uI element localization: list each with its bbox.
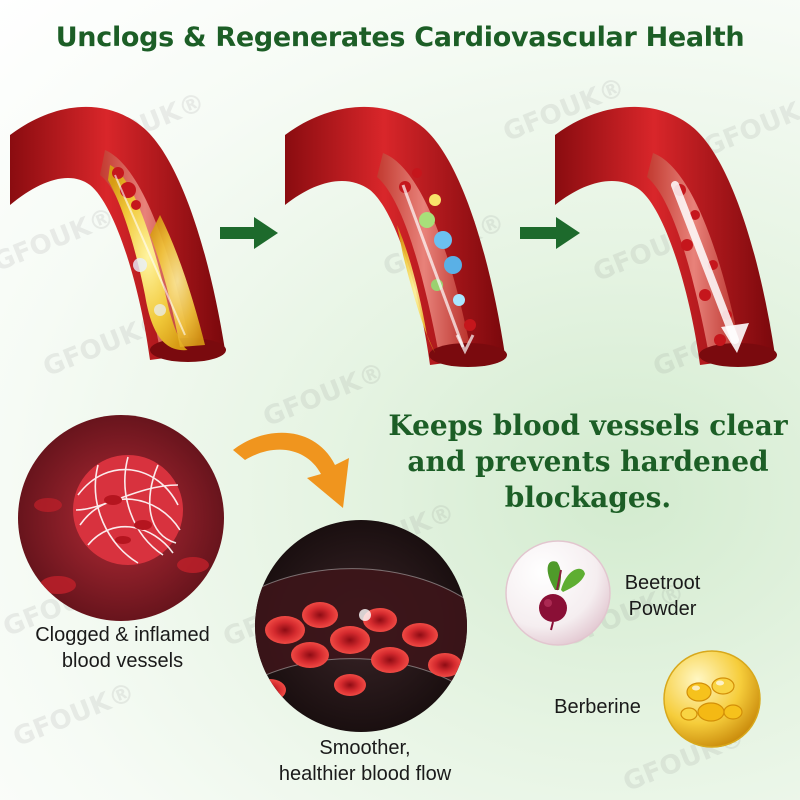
beetroot-bubble — [505, 540, 611, 646]
clogged-caption: Clogged & inflamed blood vessels — [0, 622, 245, 674]
ingredient-label-line: Berberine — [554, 696, 641, 718]
beetroot-label: Beetroot Powder — [615, 570, 710, 622]
caption-line: Smoother, — [319, 737, 411, 759]
watermark: GFOUK® — [9, 677, 140, 753]
caption-line: Clogged & inflamed — [35, 624, 210, 646]
beetroot-icon — [505, 540, 611, 646]
tagline-line: and prevents hardened — [407, 445, 769, 478]
clear-vessel-illustration — [555, 106, 777, 367]
curved-arrow-icon — [233, 432, 349, 508]
berberine-label: Berberine — [540, 694, 655, 720]
clogged-vessel-photo — [18, 415, 224, 621]
smooth-flow-caption: Smoother, healthier blood flow — [240, 735, 490, 787]
berberine-bubble — [663, 650, 761, 748]
tagline-line: Keeps blood vessels clear — [388, 409, 788, 442]
arrow-right-icon — [220, 217, 278, 249]
tagline: Keeps blood vessels clear and prevents h… — [378, 408, 798, 516]
berberine-capsules-icon — [663, 650, 761, 748]
ingredient-label-line: Powder — [628, 598, 697, 620]
clearing-vessel-illustration — [285, 106, 507, 367]
caption-line: healthier blood flow — [278, 763, 452, 785]
clogged-vessel-illustration — [10, 106, 226, 362]
caption-line: blood vessels — [61, 650, 184, 672]
smooth-flow-photo — [255, 520, 467, 732]
tagline-line: blockages. — [504, 481, 672, 514]
page-title: Unclogs & Regenerates Cardiovascular Hea… — [55, 22, 745, 53]
arrow-right-icon — [520, 217, 580, 249]
ingredient-label-line: Beetroot — [624, 572, 701, 594]
